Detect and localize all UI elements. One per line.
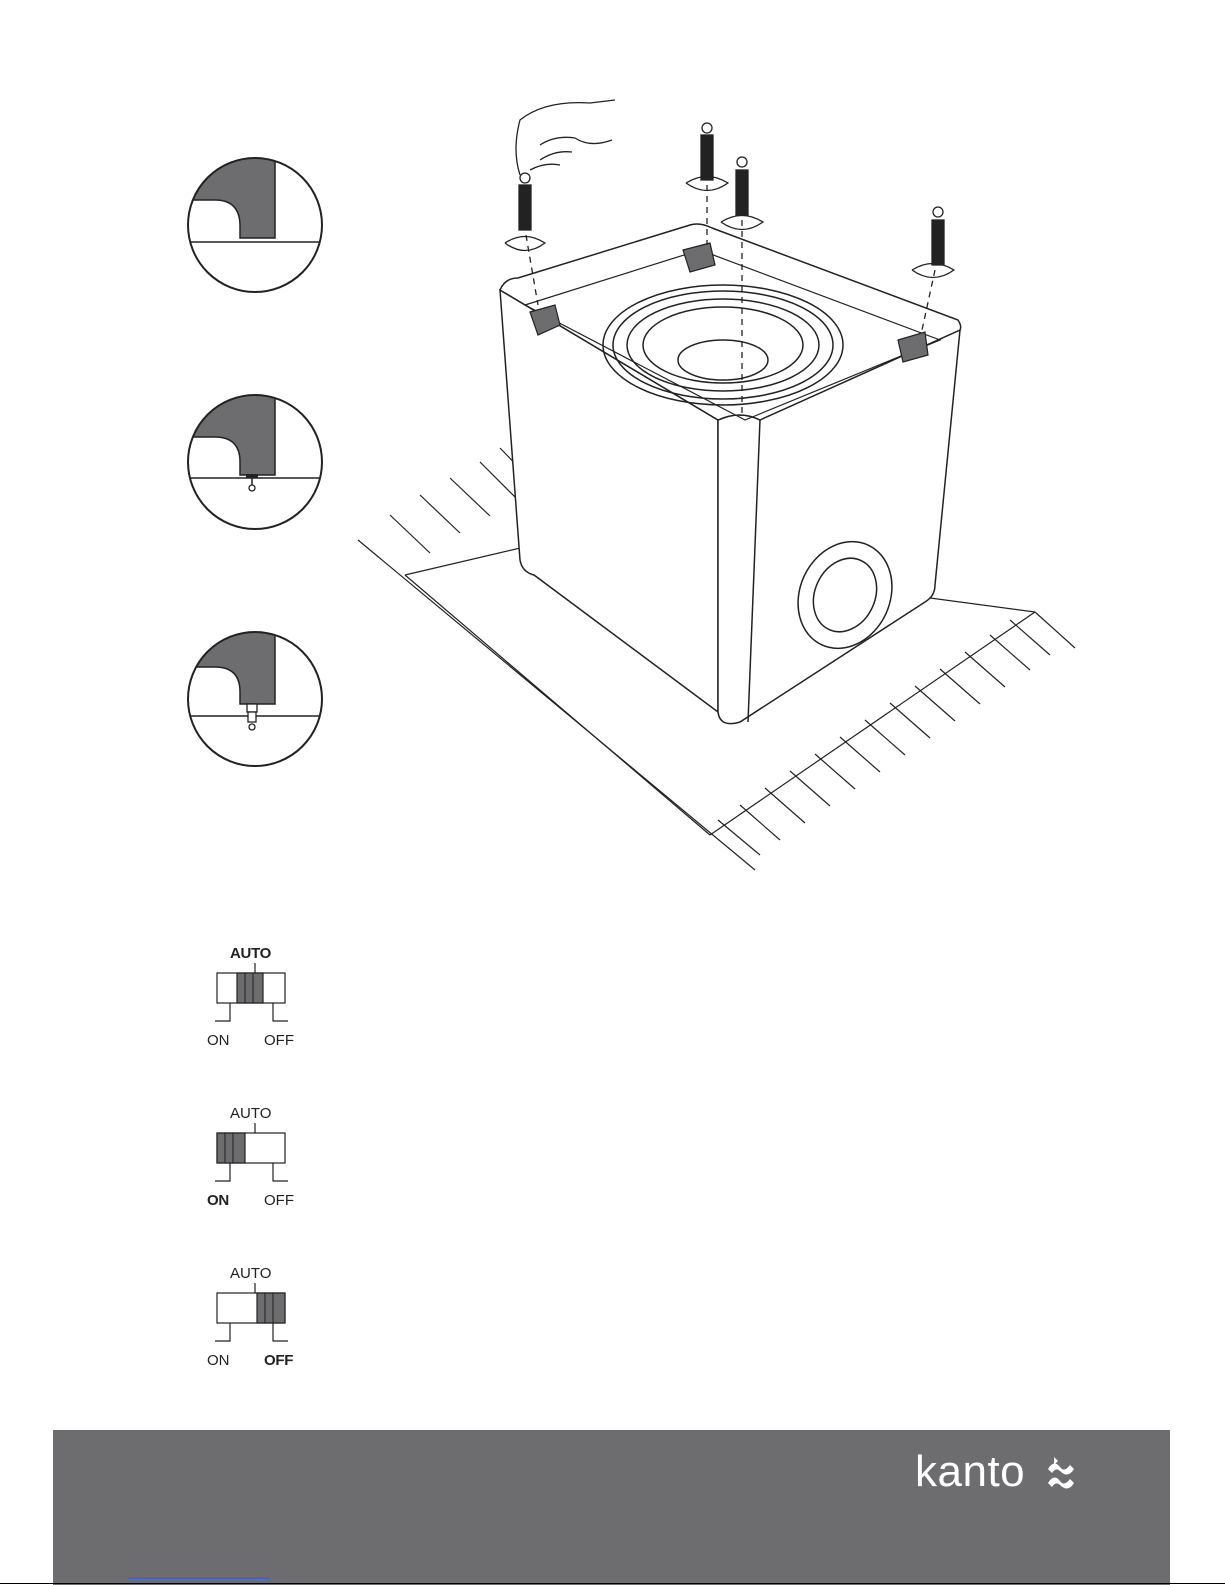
switch-auto: AUTO ON OFF bbox=[195, 945, 335, 1065]
switch-graphic bbox=[195, 963, 335, 1033]
switch-on: AUTO ON OFF bbox=[195, 1105, 335, 1225]
switch-right-label: OFF bbox=[264, 1352, 293, 1369]
hand-illustration bbox=[516, 100, 615, 175]
switch-top-label: AUTO bbox=[230, 1105, 271, 1122]
switch-left-label: ON bbox=[207, 1192, 229, 1209]
subwoofer-cabinet bbox=[500, 224, 961, 724]
detail-foot-spike-retracted bbox=[180, 390, 340, 529]
detail-foot-no-spike bbox=[180, 150, 340, 292]
switch-off: AUTO ON OFF bbox=[195, 1265, 335, 1385]
subwoofer-spike-diagram bbox=[0, 0, 1225, 900]
detail-foot-spike-extended bbox=[180, 630, 340, 766]
switch-left-label: ON bbox=[207, 1352, 230, 1369]
switch-left-label: ON bbox=[207, 1032, 230, 1049]
switch-top-label: AUTO bbox=[230, 945, 271, 962]
footer-link[interactable] bbox=[128, 1577, 270, 1579]
switch-right-label: OFF bbox=[264, 1032, 294, 1049]
switch-top-label: AUTO bbox=[230, 1265, 271, 1282]
switch-graphic bbox=[195, 1123, 335, 1193]
brand-logo-text: kanto bbox=[915, 1447, 1025, 1497]
switch-graphic bbox=[195, 1283, 335, 1353]
brand-logo-icon bbox=[1044, 1455, 1080, 1491]
page-bottom-rule bbox=[0, 1583, 1225, 1584]
switch-right-label: OFF bbox=[264, 1192, 294, 1209]
